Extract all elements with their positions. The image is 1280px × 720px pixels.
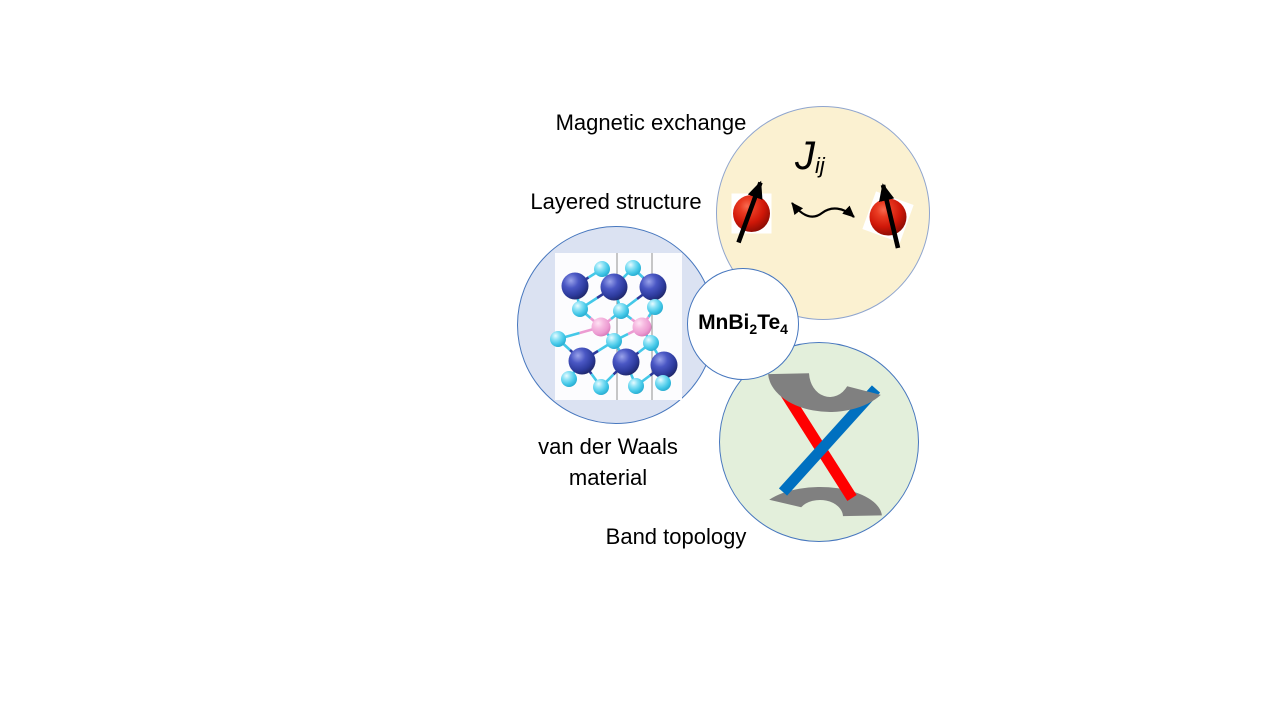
- atom-te: [550, 331, 566, 347]
- band-structure-icon: [768, 373, 882, 517]
- spin-sphere: [869, 198, 907, 236]
- atom-lattice: [550, 260, 678, 395]
- atom-te: [655, 375, 671, 391]
- atom-te: [561, 371, 577, 387]
- atom-te: [625, 260, 641, 276]
- label-layered-structure: Layered structure: [530, 189, 702, 214]
- atom-te: [594, 261, 610, 277]
- atom-te: [647, 299, 663, 315]
- label-band-topology: Band topology: [605, 524, 747, 549]
- atom-bi: [568, 347, 596, 375]
- atom-te: [628, 378, 644, 394]
- exchange-coupling-arrow-icon: [791, 202, 855, 218]
- atom-bi: [650, 351, 678, 379]
- exchange-parameter-symbol: Jij: [795, 134, 825, 179]
- atom-mn: [632, 317, 652, 337]
- center-material-circle: MnBi2Te4: [687, 268, 799, 380]
- atom-te: [613, 303, 629, 319]
- conduction-band: [768, 373, 881, 412]
- atom-te: [643, 335, 659, 351]
- atom-bi: [639, 273, 667, 301]
- spin-icon: [862, 183, 914, 249]
- atom-bi: [600, 273, 628, 301]
- material-formula: MnBi2Te4: [698, 310, 788, 338]
- spin-pair-icon: [731, 180, 914, 249]
- spin-icon: [731, 180, 772, 244]
- atom-te: [606, 333, 622, 349]
- atom-te: [572, 301, 588, 317]
- crystal-structure-icon: [550, 253, 682, 400]
- atom-te: [593, 379, 609, 395]
- atom-bi: [561, 272, 589, 300]
- atom-mn: [591, 317, 611, 337]
- spin-arrow: [736, 180, 763, 244]
- label-magnetic-exchange: Magnetic exchange: [555, 110, 747, 135]
- atom-bi: [612, 348, 640, 376]
- spin-arrow: [879, 183, 901, 249]
